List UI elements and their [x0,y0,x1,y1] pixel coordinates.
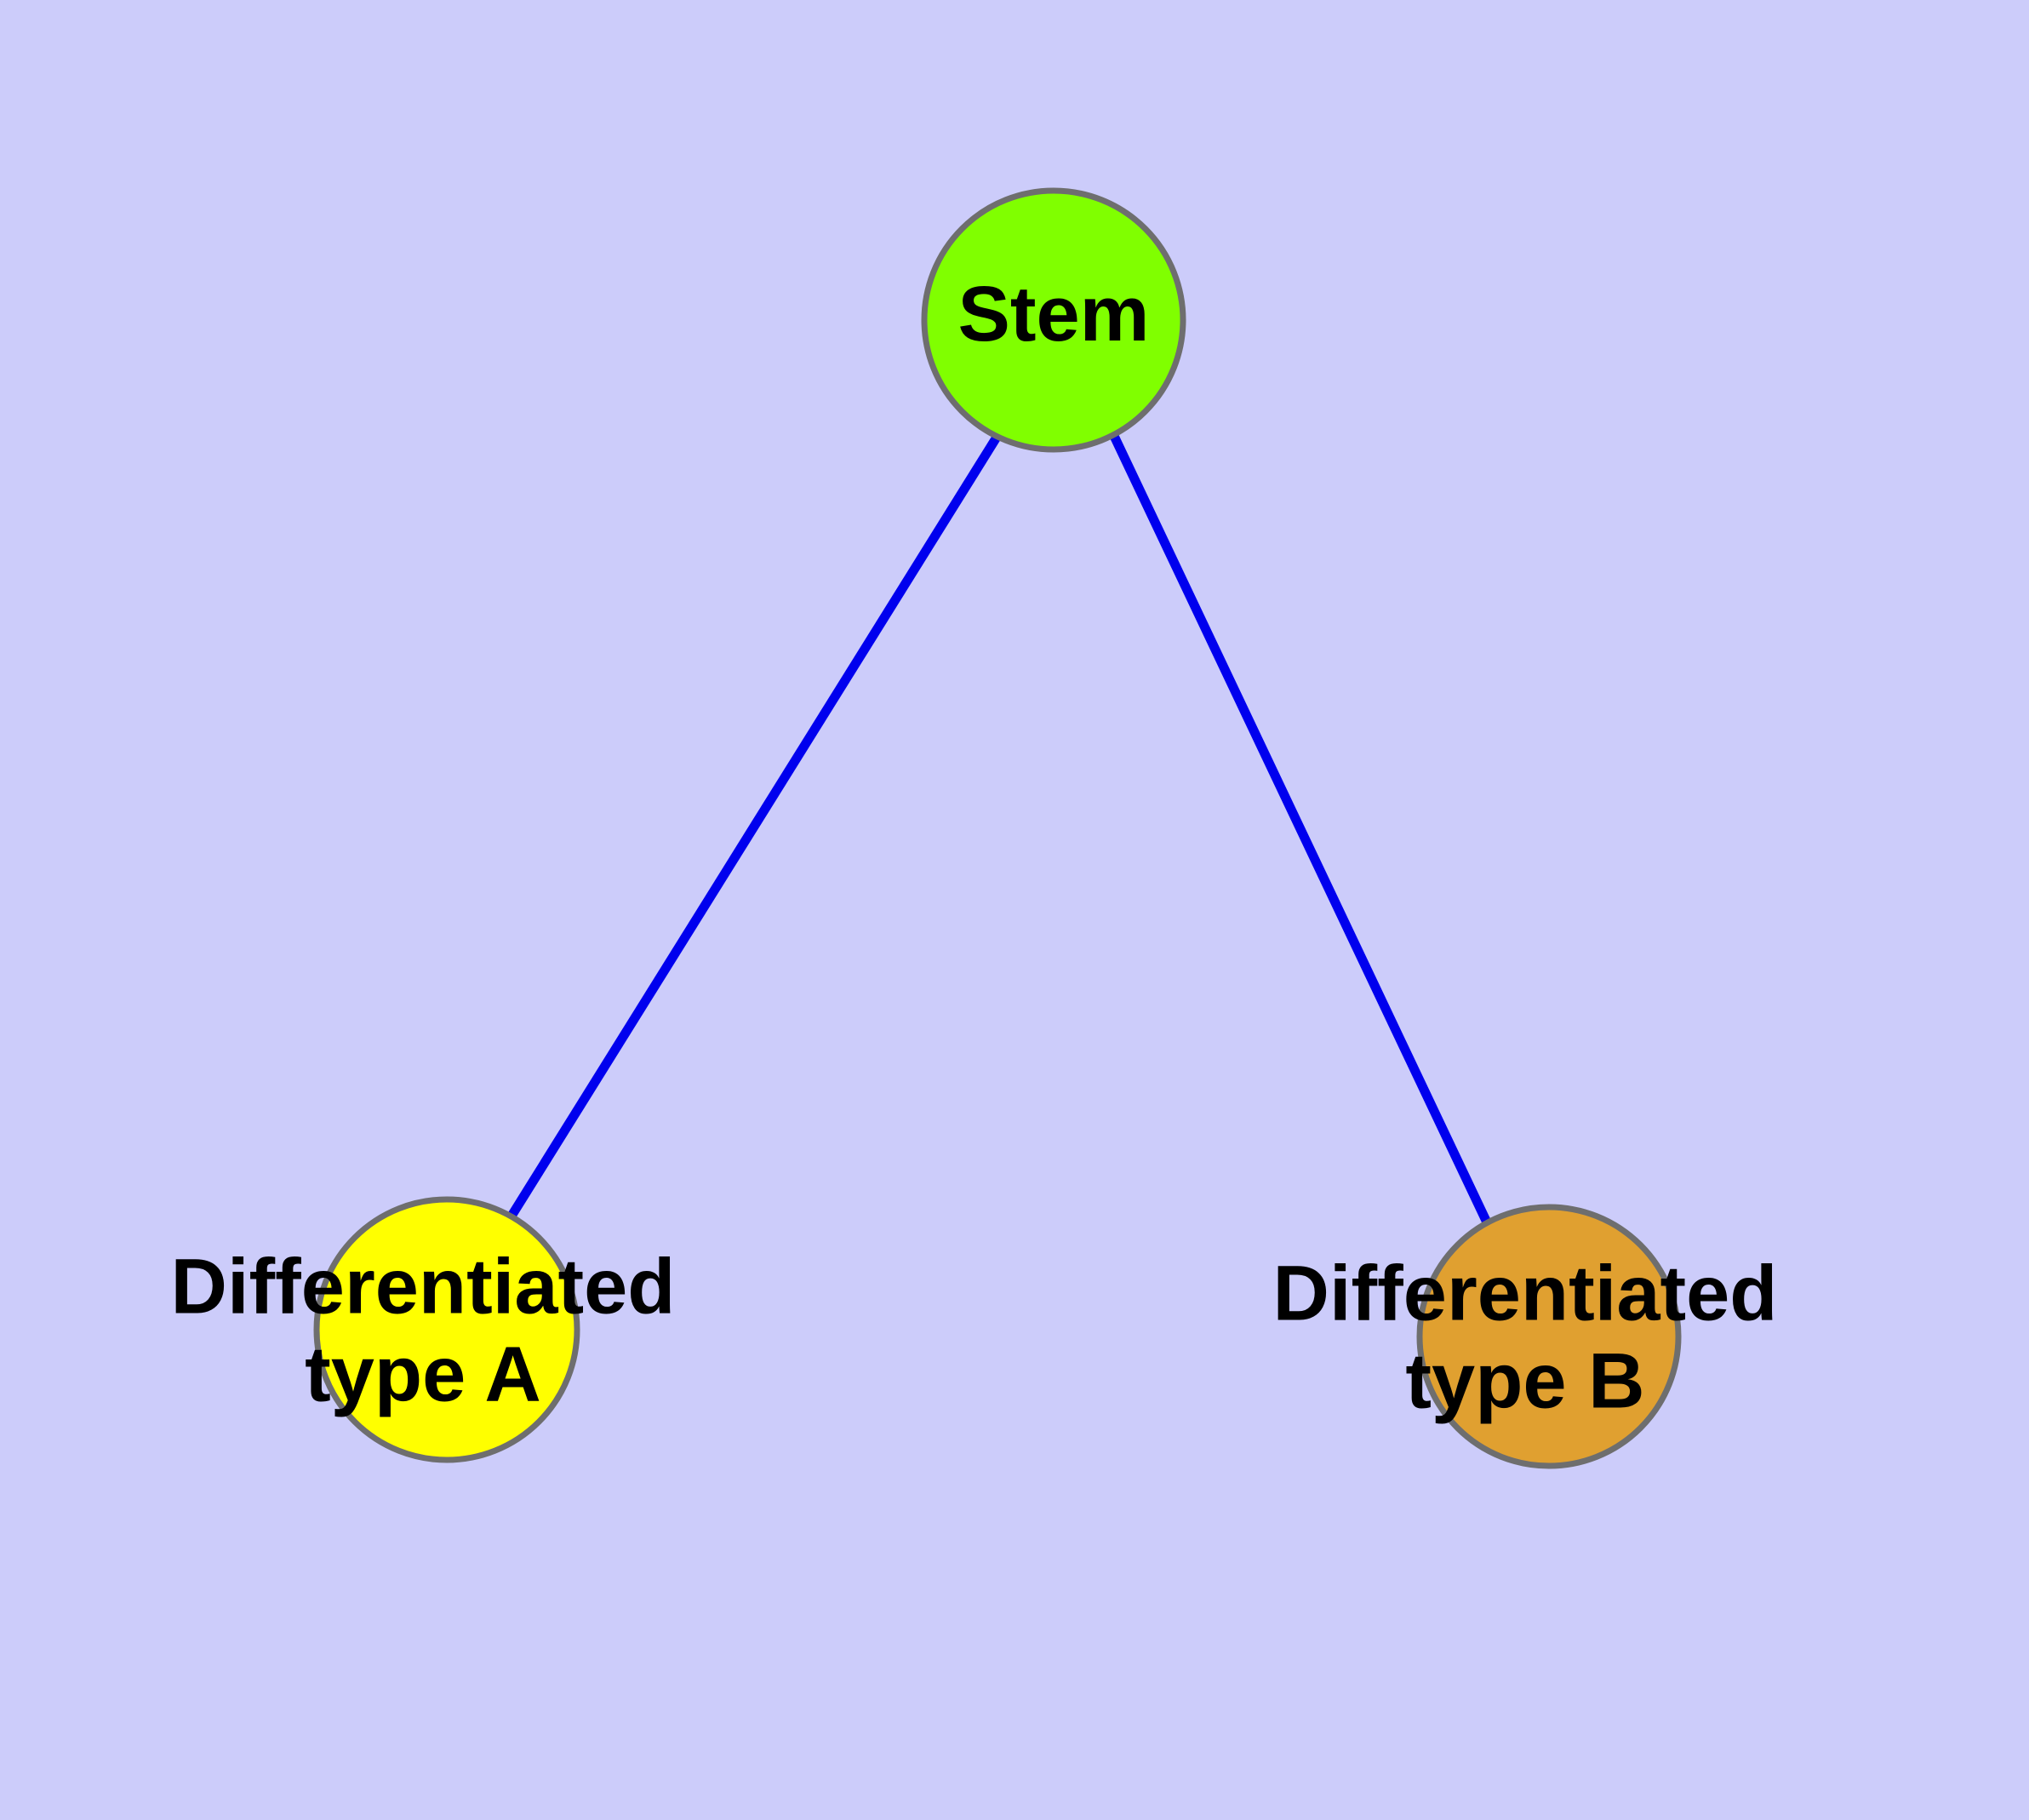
edge-stem-to-differentiated-a[interactable] [506,433,1002,1220]
node-label-line: Stem [958,271,1150,358]
node-label-line: Differentiated [1273,1251,1778,1337]
node-differentiated-type-a[interactable] [313,1196,580,1463]
edges-layer [506,432,1492,1227]
nodes-layer [313,187,1682,1469]
node-label-stem: Stem [958,271,1150,358]
node-stem[interactable] [921,187,1186,453]
node-label-line: type A [305,1331,541,1418]
edge-stem-to-differentiated-b[interactable] [1109,432,1492,1227]
node-label-line: Differentiated [171,1244,676,1331]
node-label-line: type B [1405,1338,1644,1425]
node-differentiated-type-b[interactable] [1416,1204,1682,1469]
